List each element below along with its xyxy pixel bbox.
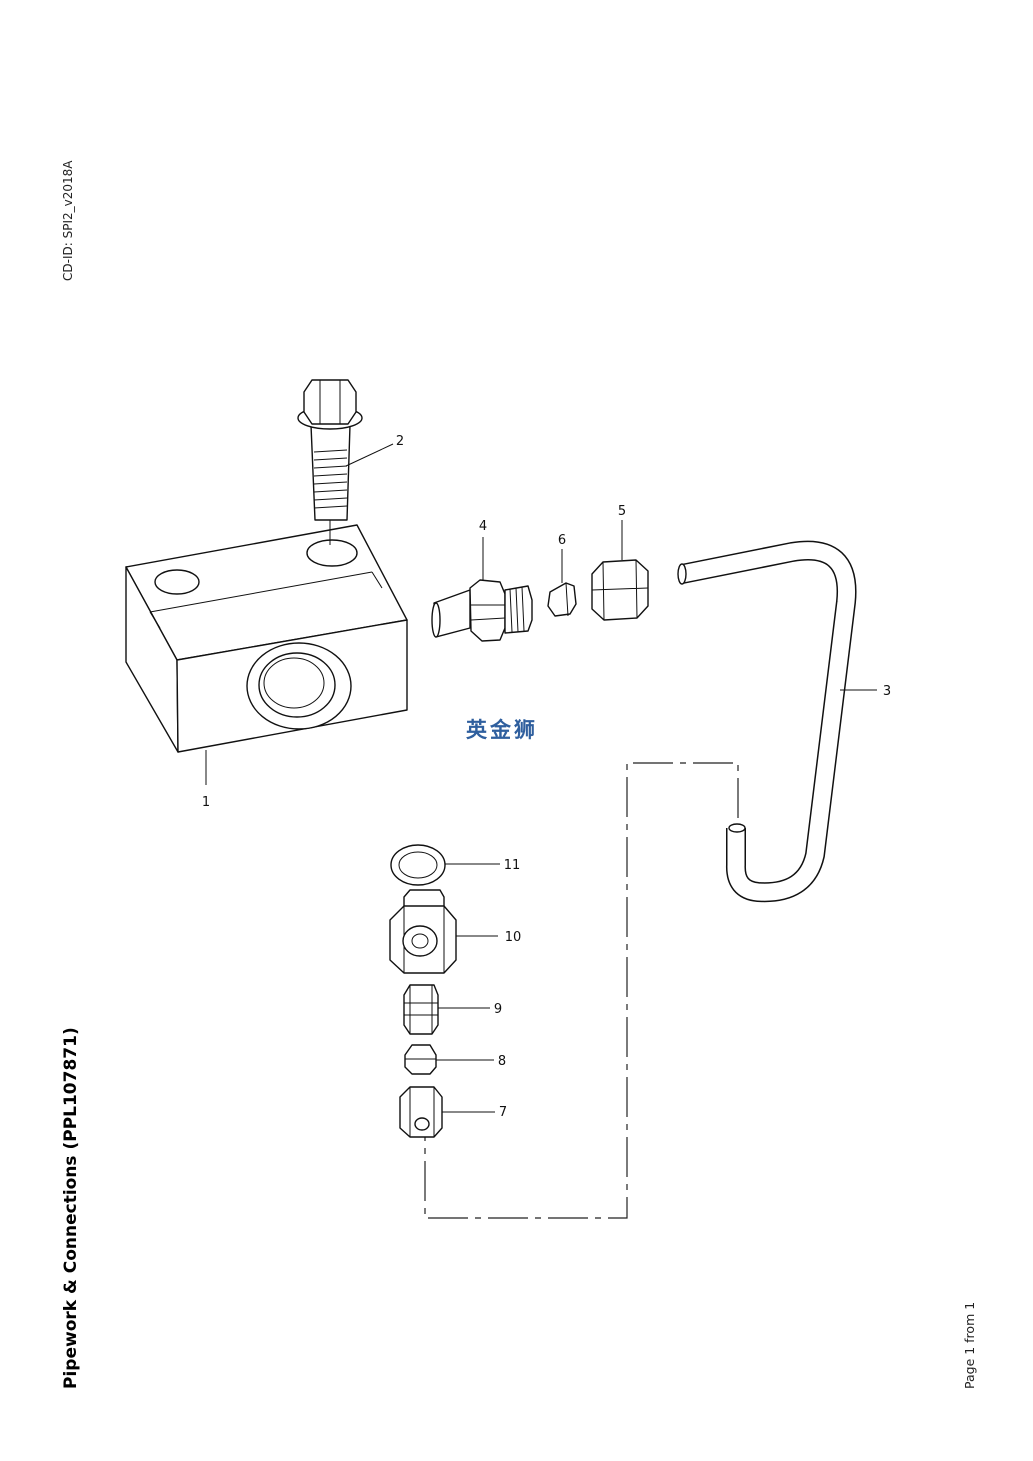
part-8-olive <box>404 1044 437 1075</box>
assembly-path-line <box>424 762 739 1219</box>
callout-4: 4 <box>479 519 487 534</box>
part-4-union <box>431 579 533 642</box>
part-5-nut <box>591 559 649 621</box>
callout-8: 8 <box>498 1054 506 1069</box>
callout-3: 3 <box>883 684 891 699</box>
callout-labels: 1 2 3 4 5 6 7 8 9 10 11 <box>202 434 891 1120</box>
callout-5: 5 <box>618 504 626 519</box>
callout-11: 11 <box>504 858 521 873</box>
part-10-adapter <box>389 889 457 974</box>
part-2-bolt <box>297 379 363 545</box>
callout-9: 9 <box>494 1002 502 1017</box>
leader-lines <box>205 443 877 1113</box>
callout-10: 10 <box>505 930 522 945</box>
part-11-washer <box>390 844 446 886</box>
watermark-logo: 英金狮 <box>466 718 538 742</box>
callout-6: 6 <box>558 533 566 548</box>
callout-7: 7 <box>499 1105 507 1120</box>
part-1-block <box>125 524 408 753</box>
callout-1: 1 <box>202 795 210 810</box>
part-6-olive <box>547 582 577 617</box>
leader-2 <box>345 443 394 467</box>
callout-2: 2 <box>396 434 404 449</box>
part-9-union <box>403 984 439 1035</box>
part-3-pipe <box>677 540 857 903</box>
part-7-nut <box>399 1086 443 1138</box>
